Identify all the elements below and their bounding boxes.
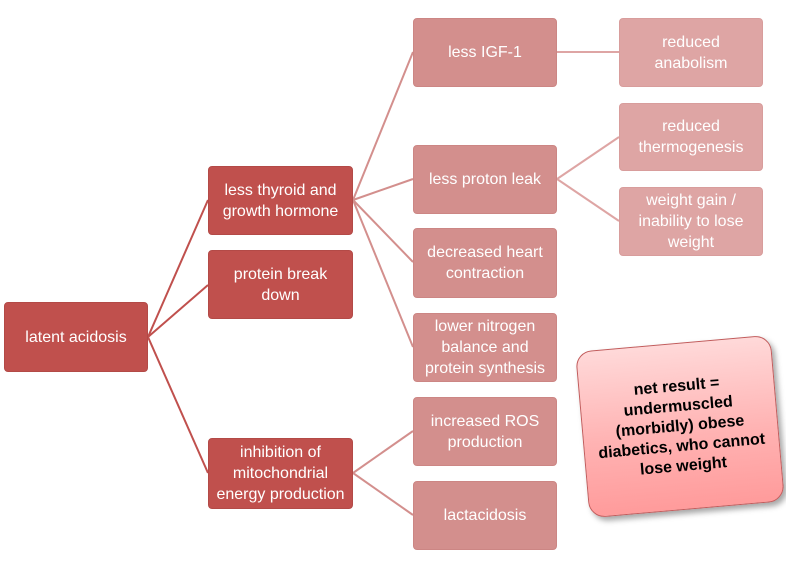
node-increased-ros-production-label: increased ROS production xyxy=(430,412,540,451)
node-decreased-heart-contraction-label: decreased heart contraction xyxy=(427,244,543,282)
connector-mitochondrial-to-ros xyxy=(352,430,414,474)
node-weight-gain-label: weight gain / inability to lose weight xyxy=(638,192,744,251)
node-less-igf-1-label: less IGF-1 xyxy=(448,44,522,61)
node-increased-ros-production: increased ROS production xyxy=(413,397,557,466)
node-latent-acidosis-label: latent acidosis xyxy=(25,328,127,346)
node-reduced-anabolism: reduced anabolism xyxy=(619,18,763,87)
node-protein-break-down-label: protein break down xyxy=(233,265,328,304)
net-result-callout-text: net result = undermuscled (morbidly) obe… xyxy=(597,373,766,479)
node-lactacidosis: lactacidosis xyxy=(413,481,557,550)
node-less-proton-leak-label: less proton leak xyxy=(428,171,542,188)
node-reduced-anabolism-label: reduced anabolism xyxy=(654,33,728,72)
connector-proton-to-thermogenesis xyxy=(556,136,620,180)
node-inhibition-mitochondrial-energy: inhibition of mitochondrial energy produ… xyxy=(208,438,353,509)
node-decreased-heart-contraction: decreased heart contraction xyxy=(413,228,557,298)
connector-root-to-protein xyxy=(147,284,209,338)
connector-hormone-to-nitrogen xyxy=(352,199,414,348)
connector-hormone-to-proton xyxy=(352,178,414,201)
node-latent-acidosis: latent acidosis xyxy=(4,302,148,372)
node-inhibition-mitochondrial-energy-label: inhibition of mitochondrial energy produ… xyxy=(216,444,345,503)
node-reduced-thermogenesis: reduced thermogenesis xyxy=(619,103,763,171)
node-less-proton-leak: less proton leak xyxy=(413,145,557,214)
node-lower-nitrogen-balance-label: lower nitrogen balance and protein synth… xyxy=(424,318,546,377)
connector-hormone-to-heart xyxy=(352,199,414,263)
node-lower-nitrogen-balance: lower nitrogen balance and protein synth… xyxy=(413,313,557,382)
node-less-thyroid-growth-hormone-label: less thyroid and growth hormone xyxy=(222,181,339,220)
connector-proton-to-weightgain xyxy=(556,178,620,222)
node-reduced-thermogenesis-label: reduced thermogenesis xyxy=(638,118,744,156)
node-weight-gain: weight gain / inability to lose weight xyxy=(619,187,763,256)
node-less-igf-1: less IGF-1 xyxy=(413,18,557,87)
connector-mitochondrial-to-lactacidosis xyxy=(352,472,414,516)
connector-root-to-mitochondrial xyxy=(147,336,209,474)
connector-hormone-to-igf xyxy=(352,51,414,201)
node-less-thyroid-growth-hormone: less thyroid and growth hormone xyxy=(208,166,353,235)
node-protein-break-down: protein break down xyxy=(208,250,353,319)
connector-root-to-hormone xyxy=(147,199,209,338)
node-lactacidosis-label: lactacidosis xyxy=(443,507,527,524)
net-result-callout: net result = undermuscled (morbidly) obe… xyxy=(575,334,785,519)
